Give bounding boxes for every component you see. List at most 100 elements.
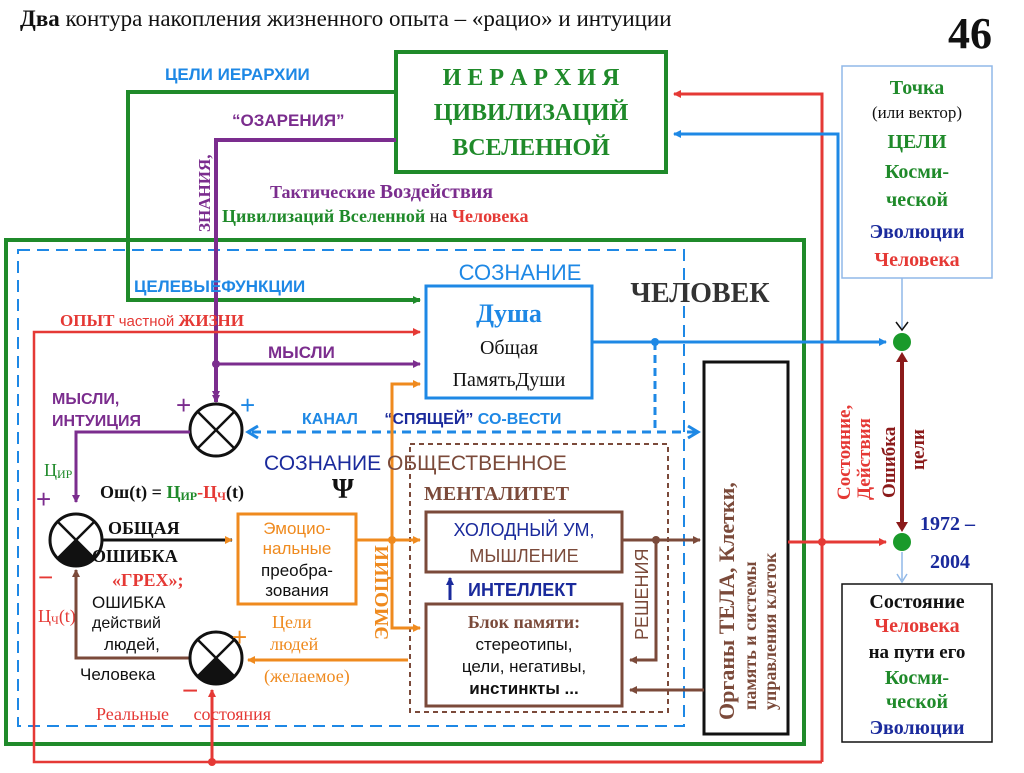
soul-line-2: Общая [480,337,538,359]
intuition-to-error-arrow [72,430,190,503]
point-arrowhead-icon [895,321,909,332]
emotions-to-soul-arrow [356,380,421,542]
summator-plus-left: + [176,390,191,420]
people-error-1: ОШИБКА [92,593,166,612]
point-line-7: Человека [874,249,959,271]
goals-people-1: Цели [272,612,312,632]
slide-number: 46 [948,9,992,58]
state-actions-label-2: Действия [854,418,875,500]
error-plus: + [36,484,51,514]
point-line-4: Косми- [885,161,949,183]
reality-minus: − [182,675,198,706]
reality-to-error-arrow [72,569,190,660]
goal-point-node [893,333,911,351]
emotions-label: ЭМОЦИИ [371,545,393,640]
c-ch-label: ЦЧ(t) [38,606,76,627]
emotional-line-2: нальные [263,539,332,558]
target-functions-label: ЦЕЛЕВЫЕФУНКЦИИ [134,277,305,296]
intellect-label: ИНТЕЛЛЕКТ [468,580,577,600]
human-label: Человека [80,665,156,684]
hierarchy-line-2: ЦИВИЛИЗАЦИЙ [434,100,629,126]
summator-plus-right: + [240,390,255,420]
error-minus: − [38,562,53,592]
state-line-4: Косми- [885,667,949,689]
point-line-1: Точка [890,77,944,99]
cold-mind-box [424,510,624,574]
goal-error-up-icon [896,352,908,362]
memory-line-2: стереотипы, [476,635,573,654]
decisions-label: РЕШЕНИЯ [632,549,652,640]
people-error-2: действий [92,615,161,632]
channel-label: КАНАЛ “СПЯЩЕЙ” СО-ВЕСТИ [302,409,561,428]
state-arrowhead-icon [896,573,908,584]
body-organs-box [702,360,790,736]
goals-hierarchy-label: ЦЕЛИ ИЕРАРХИИ [165,65,310,84]
emotions-junction [388,536,396,544]
state-line-2: Человека [874,615,959,637]
memory-line-1: Блок памяти: [468,612,580,632]
tactical-line-2: Цивилизаций Вселенной на Человека [222,206,528,226]
point-line-2: (или вектор) [872,103,962,122]
insights-arrow [212,138,396,403]
cold-mind-line-1: ХОЛОДНЫЙ УМ, [453,519,594,540]
reality-plus: + [232,622,247,652]
point-line-6: Эволюции [869,221,964,243]
conscience-left-arrow-icon [245,424,259,440]
tactical-line-1: Тактические Воздействия [270,181,493,203]
emotional-line-4: зования [265,581,328,600]
state-actions-label-1: Состояние, [834,405,855,500]
person-title: ЧЕЛОВЕК [630,278,770,309]
soul-feedback-arrow [673,130,840,342]
goal-error-label-2: цели [908,429,929,470]
years-label: 1972 – [920,513,976,535]
hierarchy-line-1: И Е Р А Р Х И Я [443,65,620,91]
c-ir-label: ЦИР [44,460,73,481]
intuition-summator [188,402,244,458]
point-goal-box [841,65,993,279]
social-mentality-frame [409,443,669,713]
cold-mind-line-2: МЫШЛЕНИЕ [469,546,578,566]
experience-label: ОПЫТ частной ЖИЗНИ [60,311,244,330]
mentality-label: МЕНТАЛИТЕТ [424,483,570,505]
years-label-2: 2004 [930,551,970,573]
general-error-label-1: ОБЩАЯ [108,518,180,538]
organs-line-1: Органы ТЕЛА, Клетки, [714,482,739,720]
reality-summator [188,630,244,686]
organs-line-3: управления клеток [760,552,780,710]
emotional-transform-box [236,512,358,606]
point-line-3: ЦЕЛИ [887,131,947,153]
state-line-3: на пути его [869,642,966,663]
state-actions-feedback-arrow [673,90,824,540]
knowledge-label: ЗНАНИЯ, [195,155,214,232]
sin-label: «ГРЕХ»; [112,570,183,590]
goal-error-label-1: Ошибка [879,426,900,498]
human-state-box [841,583,993,743]
decisions-to-memory-arrow [622,538,658,664]
real-states-label: Реальные состояния [96,704,271,724]
state-line-1: Состояние [869,591,964,613]
goals-people-2: людей [270,634,319,654]
experience-arrow [32,328,421,764]
slide-title: Два контура накопления жизненного опыта … [20,6,672,31]
conscience-right-arrow-icon [687,424,701,440]
organs-line-2: память и системы [740,561,760,710]
emotional-line-1: Эмоцио- [263,519,331,538]
insights-label: “ОЗАРЕНИЯ” [232,111,345,130]
general-error-summator [48,512,104,568]
hierarchy-box [394,50,668,174]
point-line-5: ческой [886,189,948,211]
thoughts-intuition-label-1: МЫСЛИ, [52,391,119,408]
emotions-to-memory-arrow [390,540,421,632]
emotional-line-3: преобра- [261,561,333,580]
state-line-6: Эволюции [869,717,964,739]
general-error-label-2: ОШИБКА [92,546,178,566]
soul-line-1: Душа [476,299,542,328]
goal-error-down-icon [896,522,908,532]
people-error-3: людей, [104,635,160,654]
goals-hierarchy-arrow [126,90,421,304]
memory-line-3: цели, негативы, [462,657,586,676]
thoughts-label: МЫСЛИ [268,343,335,362]
decisions-junction [652,536,660,544]
